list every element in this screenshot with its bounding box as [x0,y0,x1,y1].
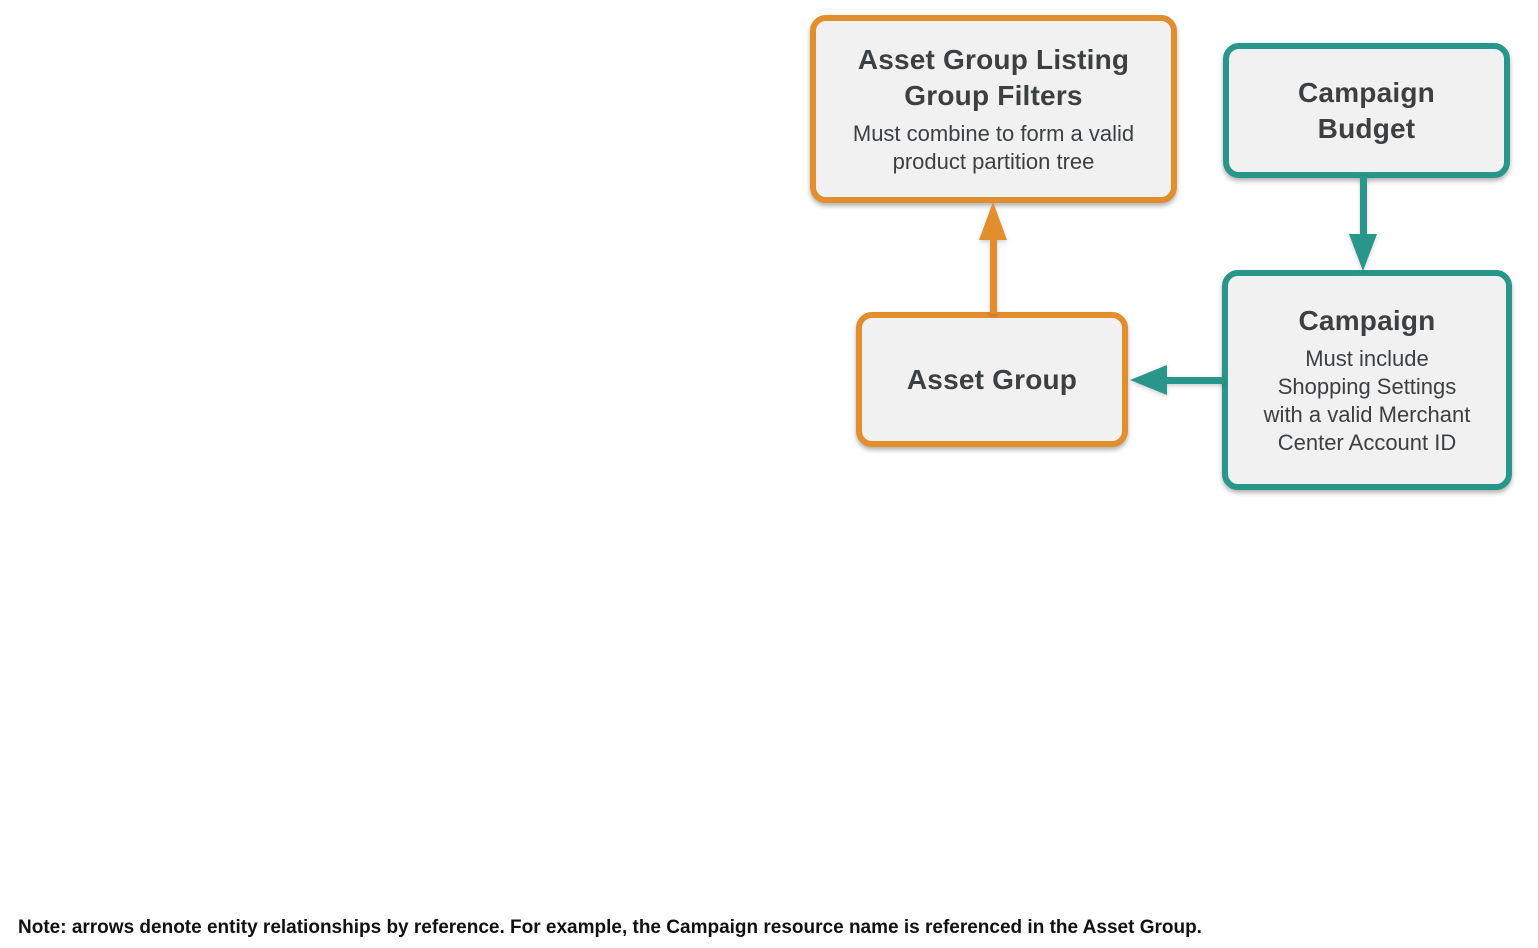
node-title-campaign-budget: Campaign Budget [1298,76,1435,144]
diagram-note: Note: arrows denote entity relationships… [18,917,1202,938]
node-campaign: Campaign Must include Shopping Settings … [1222,270,1512,490]
node-subtitle-campaign: Must include Shopping Settings with a va… [1263,346,1471,455]
arrowhead-up-icon [979,202,1007,240]
edge-shaft [1360,176,1367,236]
arrowhead-down-icon [1349,234,1377,271]
arrowhead-left-icon [1130,365,1167,395]
node-title-asset-group-listing-group-filters: Asset Group Listing Group Filters [857,44,1130,112]
node-asset-group: Asset Group [856,312,1128,447]
node-title-asset-group: Asset Group [906,363,1078,395]
node-campaign-budget: Campaign Budget [1223,43,1510,178]
node-subtitle-asset-group-listing-group-filters: Must combine to form a valid product par… [852,120,1135,174]
node-asset-group-listing-group-filters: Asset Group Listing Group Filters Must c… [810,15,1177,203]
node-title-campaign: Campaign [1298,305,1436,337]
edge-shaft [990,236,997,314]
edge-shaft [1164,377,1224,384]
